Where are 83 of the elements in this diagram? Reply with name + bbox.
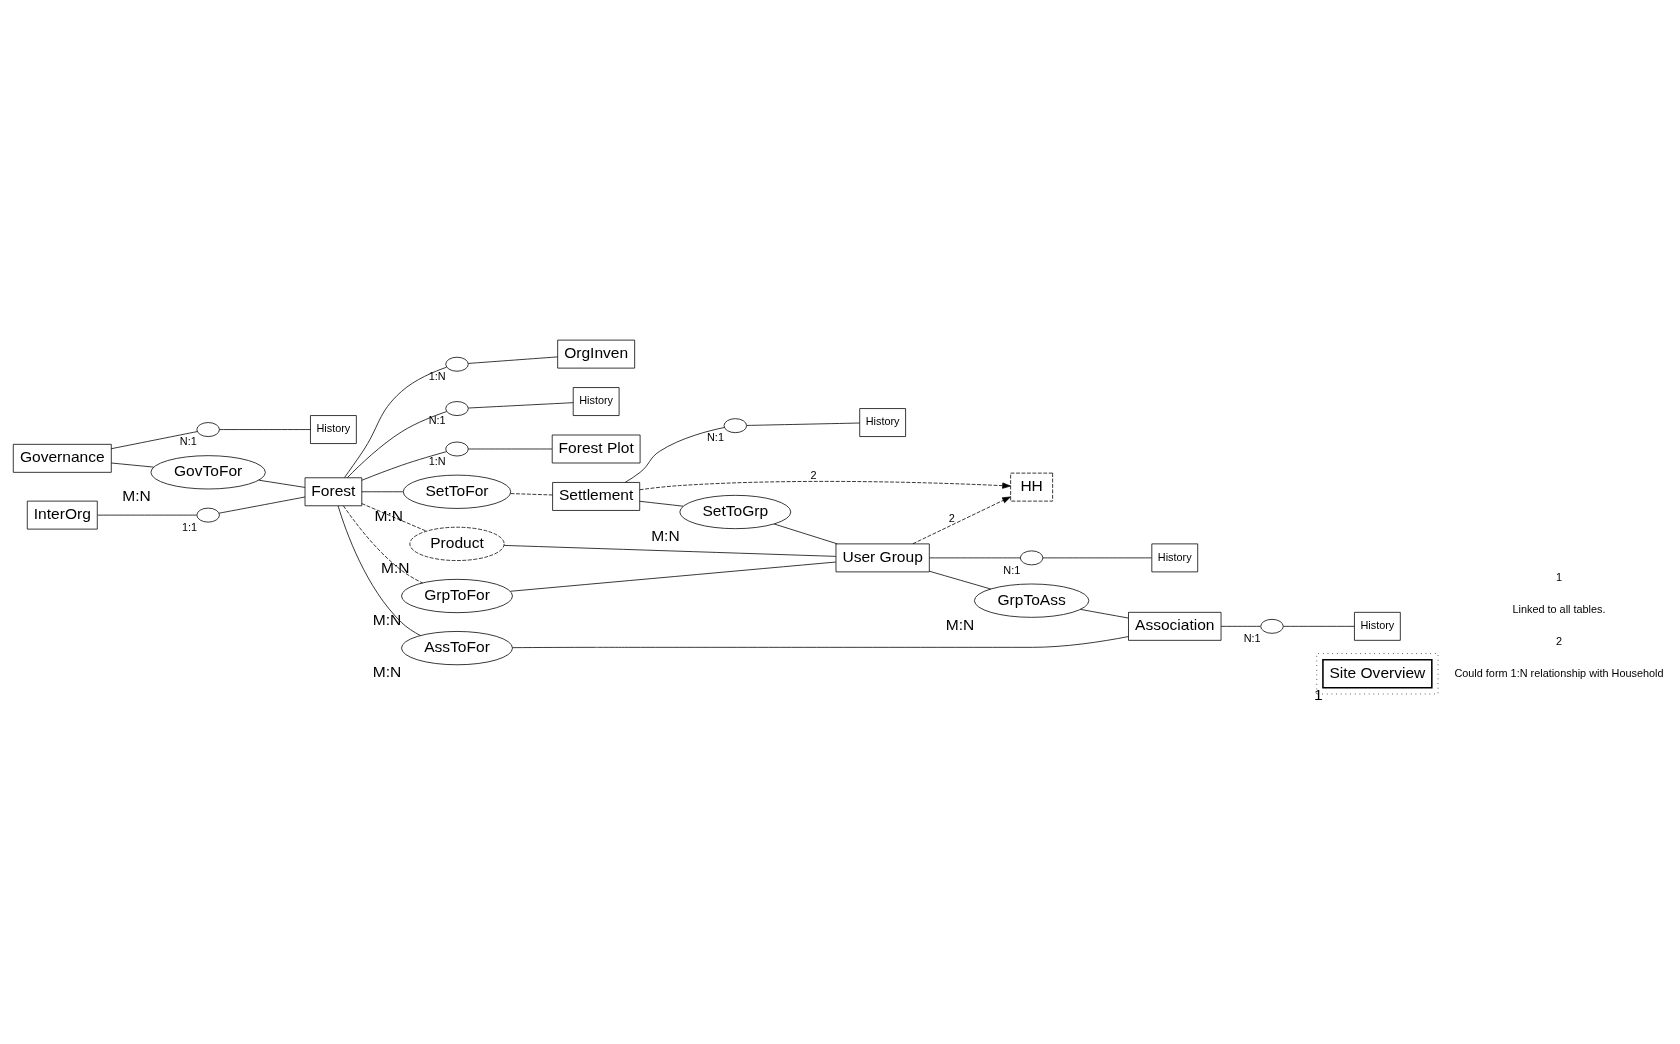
node-label: 1:1 [181,520,198,533]
node-box: Site Overview [1322,658,1433,689]
node-label: M:N [651,526,680,544]
node-box: OrgInven [557,339,636,368]
node-ellipse: GrpToFor [401,578,513,613]
connector [624,426,725,483]
connector [467,356,558,364]
node-label: N:1 [1003,563,1021,576]
node-ellipse: SetToFor [402,474,512,509]
node-box: Association [1128,611,1222,641]
connector [639,500,684,507]
connector [344,366,447,478]
node-ellipse: Product [409,526,505,561]
node-label: N:1 [707,430,724,443]
node-label: M:N [372,662,402,680]
label: 1 [1555,570,1563,583]
label: Linked to all tables. [1512,602,1606,615]
connector [1042,557,1152,558]
connector [97,514,197,515]
node-label: 1:N [428,454,446,467]
node-box: User Group [835,543,930,572]
node-label: M:N [372,610,402,628]
arrow [639,480,1011,490]
connector [773,523,838,544]
connector [346,410,448,478]
connector [1283,625,1355,627]
node-box: Forest Plot [551,434,641,463]
node-ellipse [1019,550,1044,565]
connector [503,544,837,557]
connector [1079,608,1129,618]
node-ellipse: AssToFor [401,630,513,665]
node-ellipse: SetToGrp [679,494,792,529]
node-ellipse [196,421,220,437]
node-label: 1:N [428,369,446,382]
label: 2 [1555,634,1563,647]
node-label: M:N [374,506,403,524]
connector [361,450,447,481]
label: Could form 1:N relationship with Household [1454,666,1664,679]
node-box: History [1151,543,1199,572]
node-ellipse: GovToFor [150,454,266,489]
connector [467,401,574,408]
node-label: 1 [1313,685,1323,703]
connector [512,635,1129,648]
node-label: M:N [122,486,151,504]
connector [219,428,311,430]
node-ellipse [723,417,747,433]
node-label: M:N [381,558,410,576]
connector [929,570,992,589]
node-ellipse: GrpToAss [974,583,1090,618]
node-box: Settlement [552,481,641,511]
node-box: History [859,407,906,437]
connector [337,504,421,636]
connector [361,502,427,532]
connector [343,504,423,583]
node-ellipse [445,400,469,416]
node-ellipse [445,441,469,456]
node-box: Forest [304,476,363,506]
node-ellipse [445,356,469,372]
edge-label: 2 [810,468,817,481]
connector [110,430,198,449]
node-box: Governance [12,443,112,473]
connector [510,561,837,592]
connector [218,496,306,514]
node-label: N:1 [1243,631,1261,644]
node-box: History [310,414,357,444]
connector [746,422,860,426]
edge-label: 2 [948,511,955,524]
node-label: N:1 [428,413,446,426]
arrow [912,496,1011,544]
node-box: HH [1010,472,1054,501]
node-box: History [1354,611,1401,641]
connector [361,490,404,492]
connector [258,479,306,488]
connector [510,492,553,495]
connector [110,462,155,467]
node-box: InterOrg [26,500,98,529]
node-ellipse [196,507,220,522]
node-box: History [572,386,620,416]
node-ellipse [1260,618,1284,634]
node-label: M:N [945,615,975,633]
connector [1220,625,1261,627]
node-label: N:1 [179,434,197,447]
connector [929,557,1021,558]
